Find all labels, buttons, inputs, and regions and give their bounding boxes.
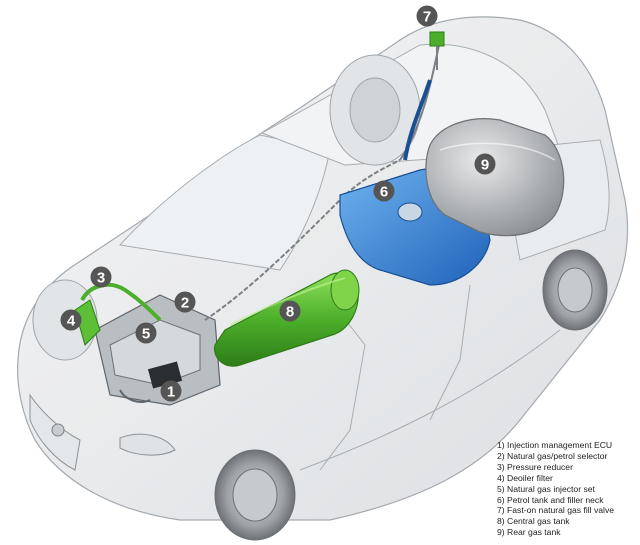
svg-text:7: 7 bbox=[423, 9, 431, 26]
svg-text:5: 5 bbox=[142, 326, 150, 343]
rear-wheel-arch-inner bbox=[329, 54, 421, 166]
svg-text:2: 2 bbox=[181, 295, 189, 312]
brand-emblem bbox=[51, 423, 65, 437]
badge-9: 9 bbox=[474, 153, 496, 175]
legend-item-6: 6) Petrol tank and filler neck bbox=[497, 494, 604, 505]
badge-8: 8 bbox=[279, 300, 301, 322]
badge-6: 6 bbox=[373, 180, 395, 202]
legend-item-7: 7) Fast-on natural gas fill valve bbox=[497, 505, 615, 516]
component-legend: 1) Injection management ECU 2) Natural g… bbox=[497, 440, 614, 538]
badge-3: 3 bbox=[90, 266, 112, 288]
deoiler-filter-body bbox=[74, 299, 101, 346]
legend-item-8: 8) Central gas tank bbox=[497, 516, 570, 527]
svg-text:3: 3 bbox=[97, 270, 105, 287]
pressure-reducer-hose bbox=[80, 282, 162, 322]
legend-item-5: 5) Natural gas injector set bbox=[497, 483, 595, 494]
badge-2: 2 bbox=[174, 291, 196, 313]
gas-line-front bbox=[204, 159, 401, 321]
legend-item-9: 9) Rear gas tank bbox=[497, 527, 561, 538]
svg-text:6: 6 bbox=[380, 184, 388, 201]
svg-text:9: 9 bbox=[481, 157, 489, 174]
rear-gas-tank bbox=[425, 118, 565, 237]
badge-1: 1 bbox=[160, 380, 182, 402]
engine-block bbox=[94, 294, 221, 406]
side-sill bbox=[299, 329, 561, 471]
svg-text:8: 8 bbox=[286, 304, 294, 321]
badge-5: 5 bbox=[135, 322, 157, 344]
svg-text:1: 1 bbox=[167, 384, 175, 401]
legend-item-4: 4) Deoiler filter bbox=[497, 472, 553, 483]
svg-text:4: 4 bbox=[67, 313, 76, 330]
badge-4: 4 bbox=[60, 309, 82, 331]
badge-7: 7 bbox=[416, 5, 438, 27]
rear-wheel bbox=[542, 249, 608, 331]
front-wheel bbox=[214, 449, 296, 541]
fill-valve-assembly bbox=[429, 31, 445, 70]
door-line-rear bbox=[429, 284, 471, 421]
legend-item-2: 2) Natural gas/petrol selector bbox=[497, 450, 608, 461]
headlight bbox=[119, 433, 176, 456]
legend-item-3: 3) Pressure reducer bbox=[497, 461, 573, 472]
legend-item-1: 1) Injection management ECU bbox=[497, 440, 613, 450]
